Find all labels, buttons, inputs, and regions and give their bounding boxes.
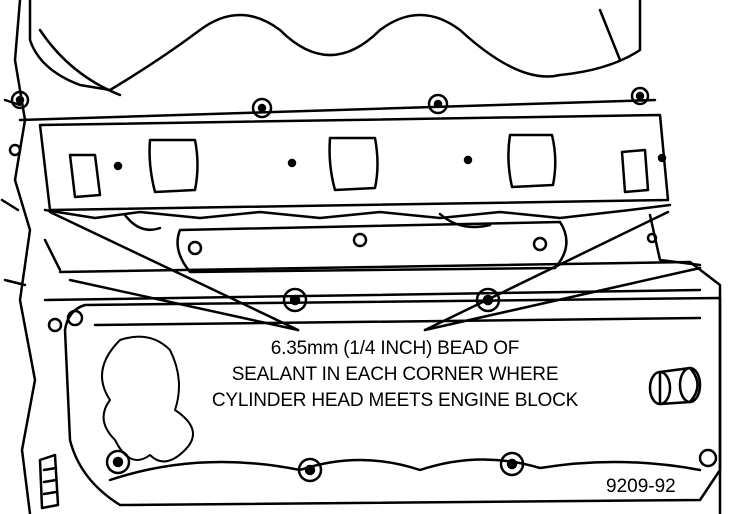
callout-line-3: CYLINDER HEAD MEETS ENGINE BLOCK: [211, 390, 579, 411]
intake-manifold: [10, 0, 657, 122]
engine-block-left-edge: [0, 0, 63, 514]
callout-line-2: SEALANT IN EACH CORNER WHERE: [231, 364, 559, 385]
callout-leader-lines: [48, 210, 702, 332]
figure-number: 9209-92: [603, 476, 679, 498]
intake-flange-plate: [38, 113, 670, 212]
cylinder-head: [43, 203, 702, 274]
sealant-callout-label: 6.35mm (1/4 INCH) BEAD OF SEALANT IN EAC…: [160, 336, 630, 414]
oil-filler-cap: [648, 366, 702, 406]
callout-line-1: 6.35mm (1/4 INCH) BEAD OF: [270, 338, 520, 359]
bottom-left-fitting: [38, 453, 60, 510]
valve-cover-bolts: [66, 287, 718, 483]
